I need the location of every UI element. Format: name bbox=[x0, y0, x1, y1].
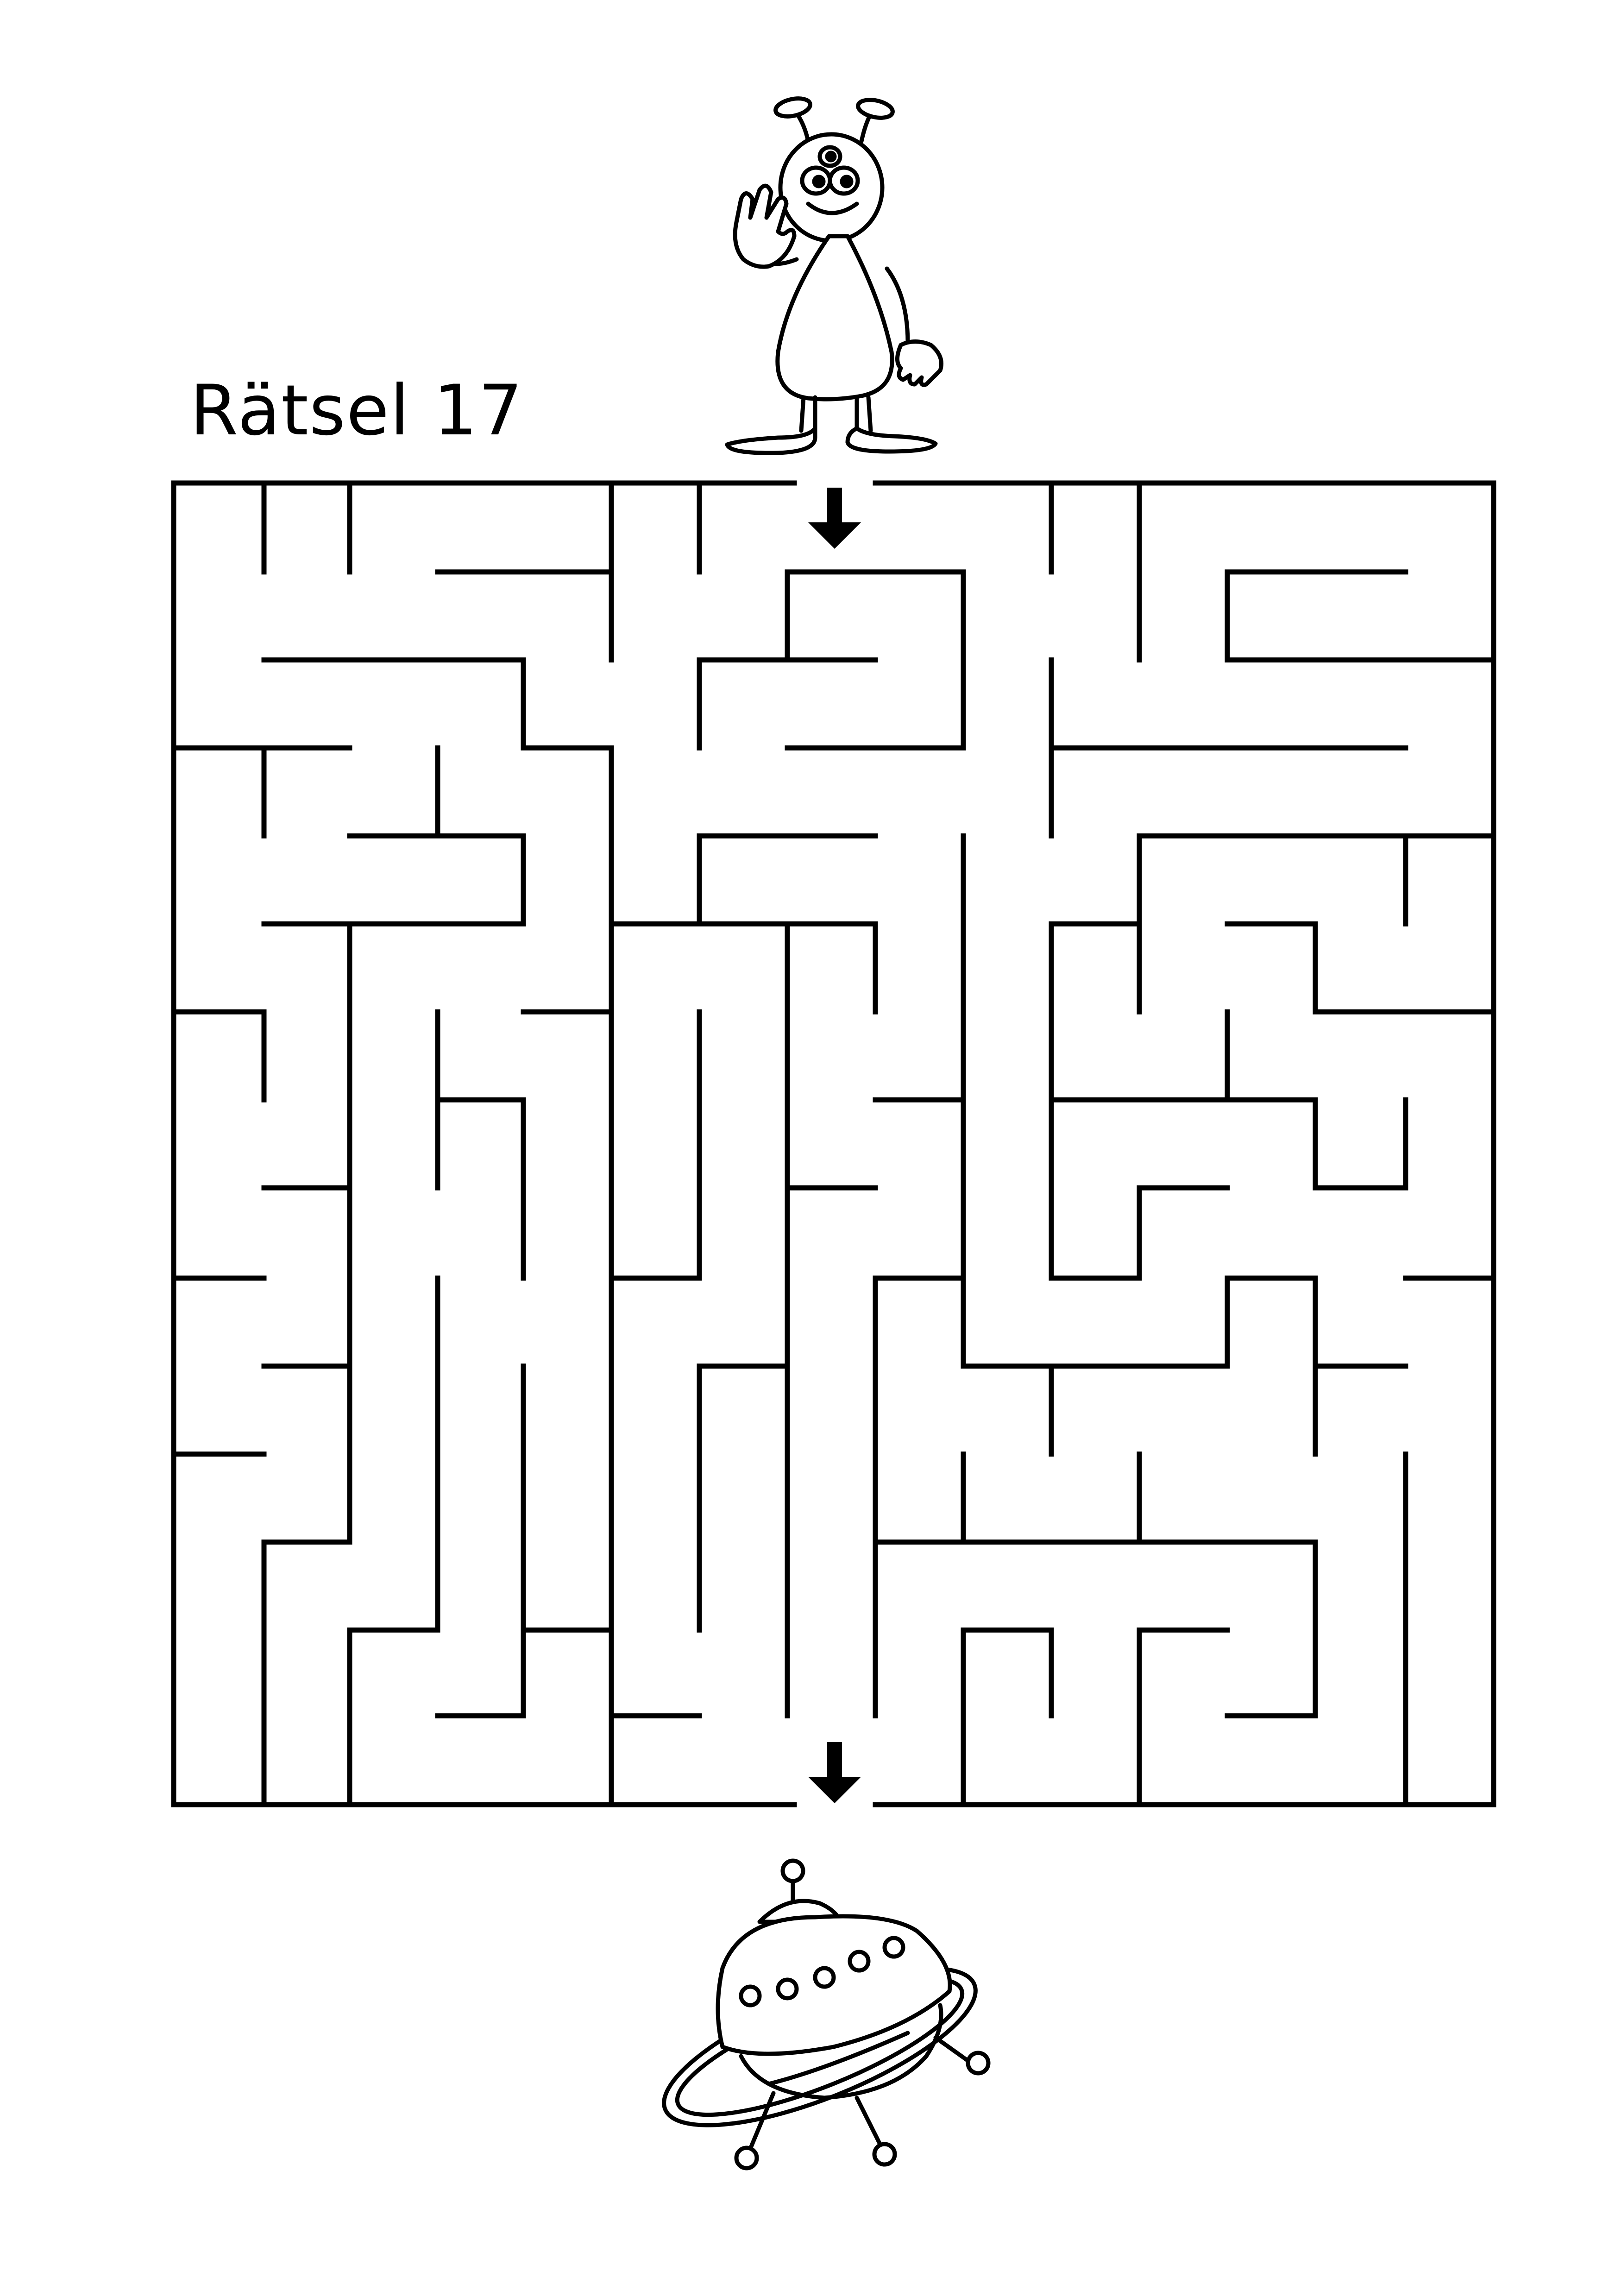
entrance-arrow-icon bbox=[808, 488, 861, 549]
exit-arrow-icon bbox=[808, 1742, 861, 1803]
alien-character-icon bbox=[725, 96, 943, 455]
puzzle-title: Rätsel 17 bbox=[190, 370, 524, 451]
maze-grid bbox=[171, 480, 1496, 1807]
maze-border bbox=[171, 480, 797, 1807]
maze-border-right bbox=[873, 480, 1496, 1807]
ufo-spaceship-icon bbox=[662, 1858, 991, 2171]
